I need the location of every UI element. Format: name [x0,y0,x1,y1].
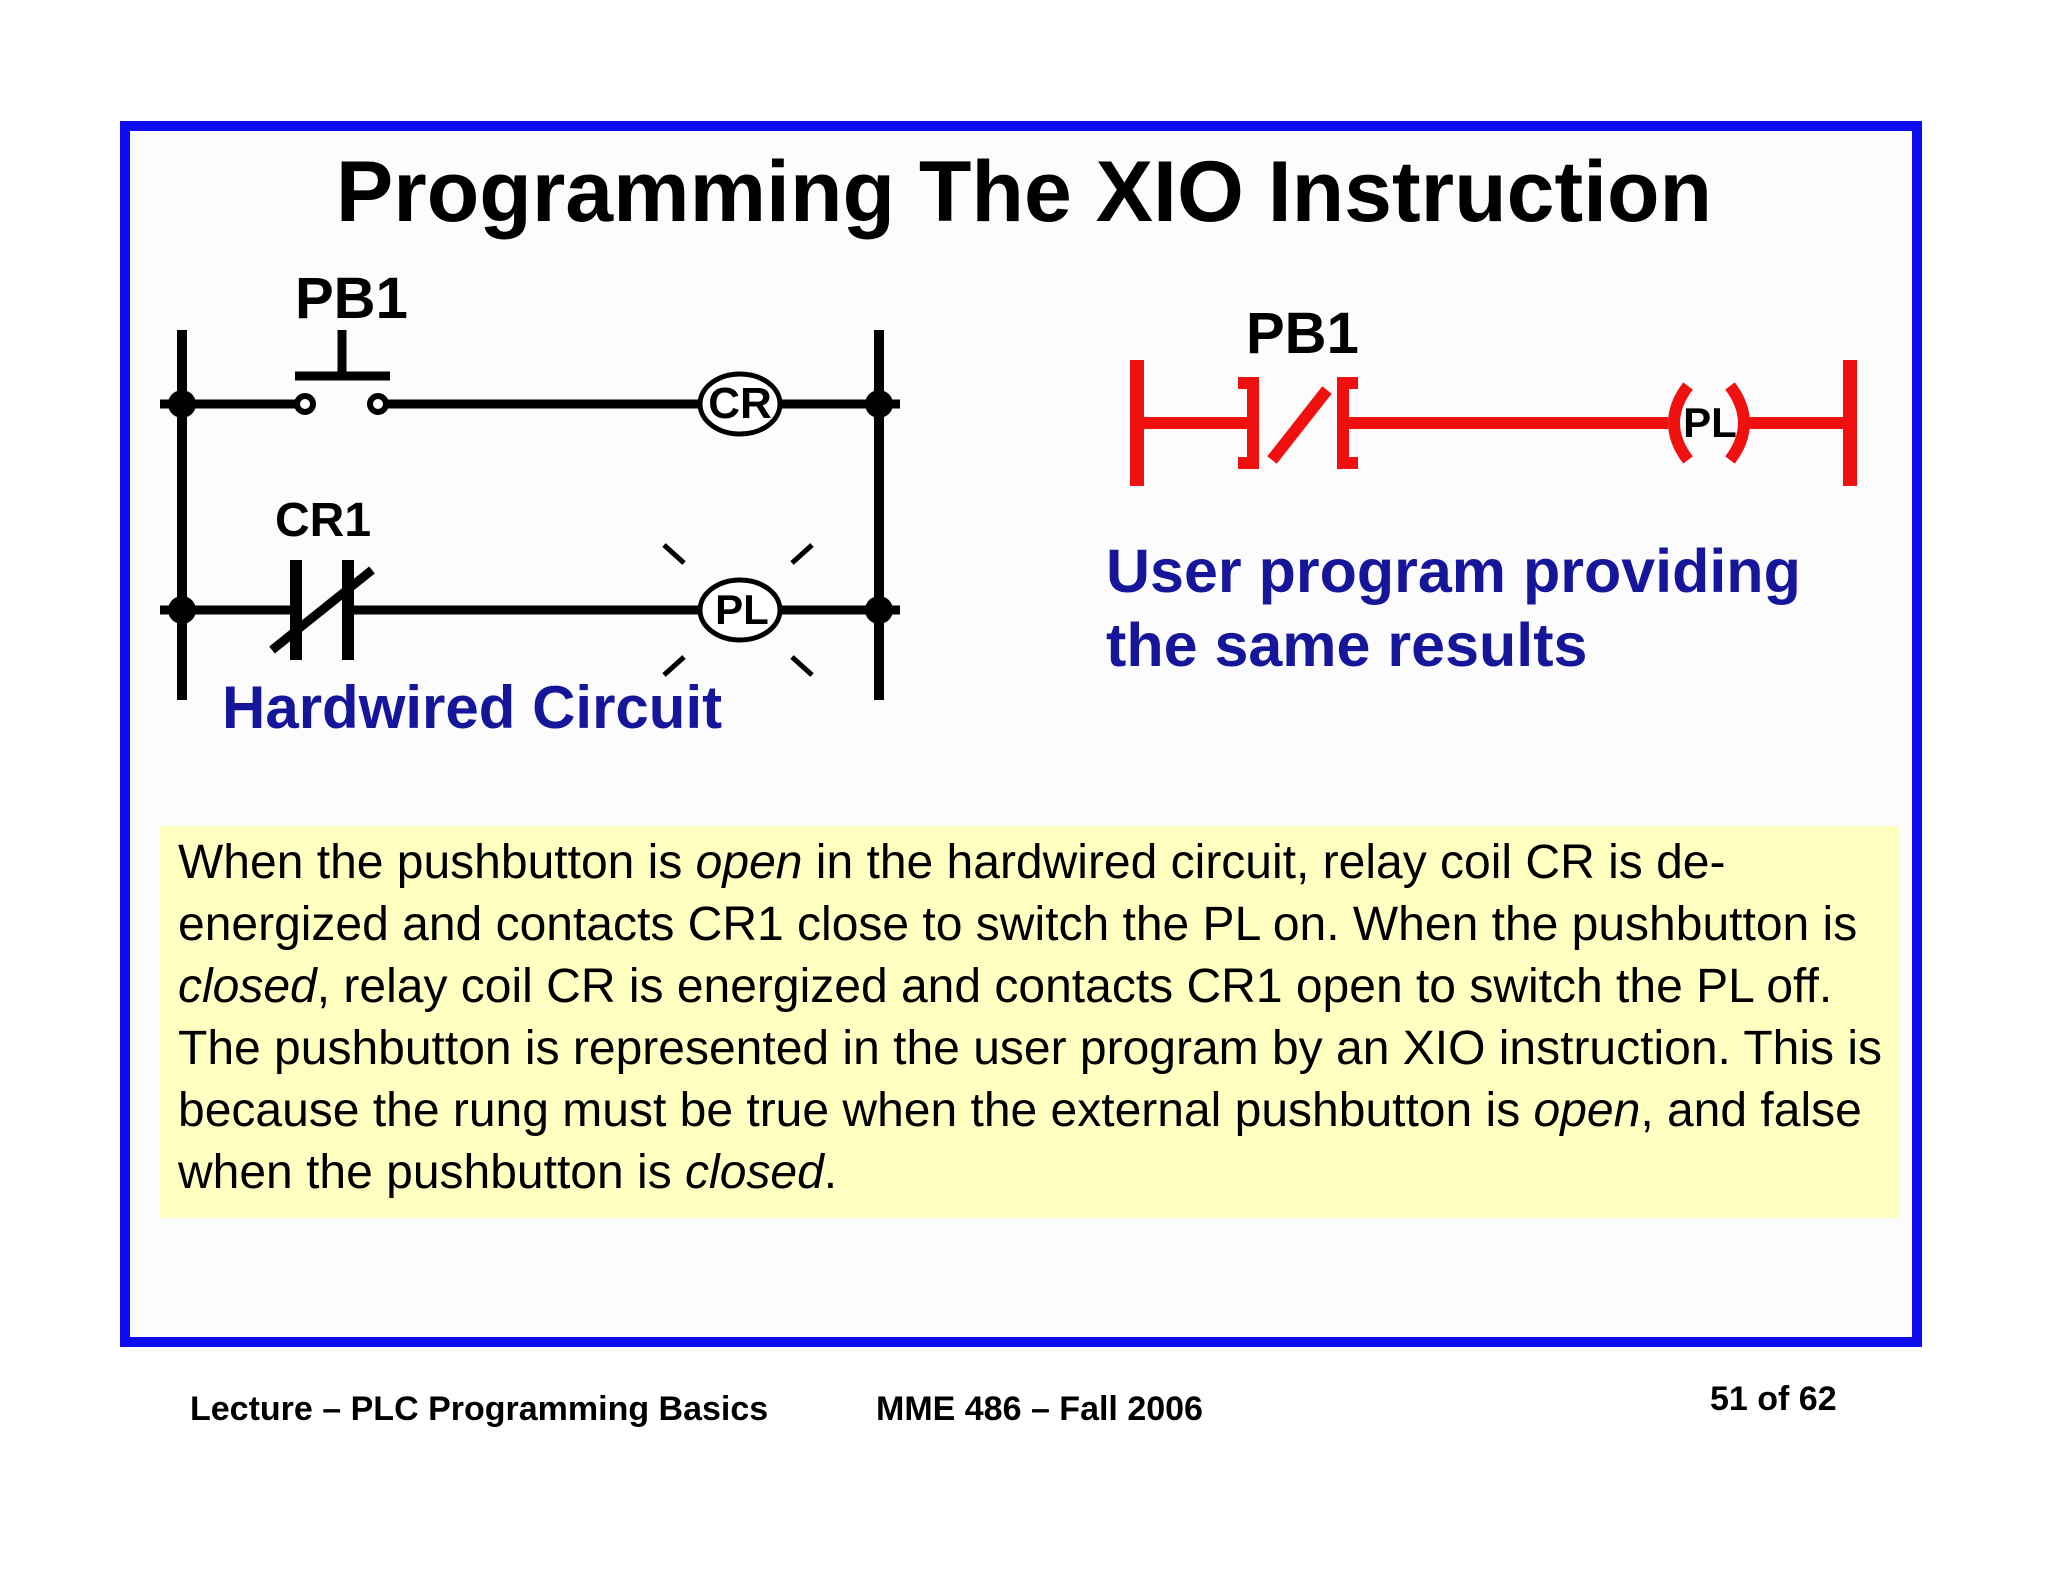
lamp-ray [662,543,686,565]
pl-lamp-label: PL [715,586,769,633]
footer-page-number: 51 of 62 [1710,1380,1837,1418]
slide-title: Programming The XIO Instruction [335,144,1713,240]
ote-paren-right [1725,382,1750,464]
footer-lecture: Lecture – PLC Programming Basics [190,1390,769,1428]
explanation-emphasis: closed [178,960,317,1013]
cr1-nc-slash [269,566,375,654]
ladder-rung [1130,360,1857,486]
junction-dot [168,390,196,418]
pb-terminal-right [367,393,389,415]
explanation-text: . [823,1146,838,1199]
program-caption-line1: User program providing [1106,537,1801,605]
cr1-label: CR1 [275,494,371,547]
explanation-emphasis: open [1533,1084,1641,1137]
explanation-text: in the hardwired circuit, relay coil CR … [178,836,1858,951]
explanation-text: , relay coil CR is energized and contact… [178,960,1882,1137]
hardwired-caption: Hardwired Circuit [222,674,723,741]
explanation-text: When the pushbutton is [178,836,696,889]
explanation-box: When the pushbutton is open in the hardw… [160,826,1900,1218]
lamp-ray [662,655,686,677]
hardwired-circuit [160,330,900,700]
xio-pb1-label: PB1 [1246,301,1359,366]
junction-dot [865,596,893,624]
pl-lamp [697,577,783,643]
explanation-emphasis: open [695,836,803,889]
pb1-label: PB1 [295,266,408,331]
xio-slash [1267,386,1332,464]
xio-bracket-left [1238,377,1259,469]
program-caption-line2: the same results [1106,611,1588,679]
junction-dot [865,390,893,418]
program-caption: User program providing the same results [1106,534,1866,682]
pb-terminal-left [294,393,316,415]
lamp-ray [790,655,814,677]
ote-paren-left [1668,382,1693,464]
ote-pl-label: PL [1683,399,1737,446]
explanation-text: , and false when the pushbutton is [178,1084,1862,1199]
footer-course: MME 486 – Fall 2006 [876,1390,1203,1428]
cr-coil [697,371,783,437]
lamp-ray [790,543,814,565]
junction-dot [168,596,196,624]
explanation-emphasis: closed [685,1146,824,1199]
cr-coil-label: CR [708,379,772,428]
